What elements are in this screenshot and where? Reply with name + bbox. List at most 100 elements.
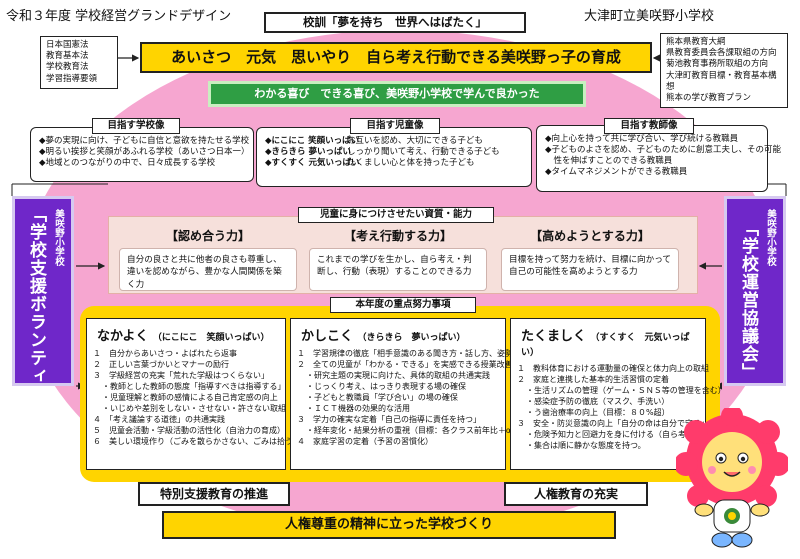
policy-item: 菊池教育事務所取組の方向: [666, 59, 769, 70]
focus-item: ・感染症予防の徹底（マスク、手洗い）: [526, 397, 670, 407]
quality-column: 【高めようとする力】 目標を持って努力を続け、目標に向かって自己の可能性を高めよ…: [501, 227, 679, 291]
teacher-ideal-label: 目指す教師像: [604, 118, 694, 134]
focus-item: ・経年変化・結果分析の重視（目標：各クラス前年比＋α）: [306, 426, 520, 436]
mascot-face: [702, 432, 762, 492]
school-ideal-box: ◆夢の実現に向け、子どもに自信と意欲を持たせる学校 ◆明るい挨拶と笑顔があふれる…: [30, 127, 254, 182]
qualities-panel: 【認め合う力】 自分の良さと共に他者の良さも尊重し、違いを認めながら、豊かな人間…: [108, 216, 698, 294]
school-goal-banner: あいさつ 元気 思いやり 自ら考え行動できる美咲野っ子の育成: [140, 42, 652, 73]
focus-item: ・研究主題の実現に向けた、具体的取組の共通実践: [306, 371, 490, 381]
school-ideal-item: ◆明るい挨拶と笑顔があふれる学校（あいさつ日本一）: [39, 147, 250, 158]
special-education-box: 特別支援教育の推進: [138, 482, 290, 506]
focus-title-sub: （にこにこ 笑顔いっぱい）: [152, 333, 270, 343]
quality-body: 目標を持って努力を続け、目標に向かって自己の可能性を高めようとする力: [501, 248, 679, 291]
quality-column: 【認め合う力】 自分の良さと共に他者の良さも尊重し、違いを認めながら、豊かな人間…: [119, 227, 297, 291]
focus-item: ・子どもと教職員「学び合い」の場の確保: [306, 393, 458, 403]
teacher-ideal-item: 性を伸ばすことのできる教職員: [545, 156, 673, 167]
focus-item: ２ 全ての児童が「わかる・できる」を実感できる授業改善: [297, 360, 513, 370]
focus-item: ・じっくり考え、はっきり表現する場の確保: [306, 382, 466, 392]
focus-item: ３ 安全・防災意識の向上「自分の命は自分で守る」: [517, 419, 709, 429]
child-ideal-item: ◆きらきら 夢いっぱい しっかり聞いて考え、行動できる子ども: [265, 147, 523, 158]
child-ideal-key: ◆すくすく 元気いっぱい: [265, 158, 360, 169]
quality-body: 自分の良さと共に他者の良さも尊重し、違いを認めながら、豊かな人間関係を築く力: [119, 248, 297, 291]
mascot-arm: [694, 503, 714, 517]
focus-item: ・う歯治療率の向上（目標：８０%超）: [526, 408, 670, 418]
focus-title-sub: （きらきら 夢いっぱい）: [357, 333, 466, 343]
banner-title: 「学校支援ボランティア」: [26, 205, 46, 421]
focus-item: ・ＩＣＴ機器の効果的な活用: [306, 404, 410, 414]
year-title: 令和３年度 学校経営グランドデザイン: [6, 9, 232, 24]
policy-item: 熊本の学び教育プラン: [666, 93, 752, 104]
school-ideal-item: ◆夢の実現に向け、子どもに自信と意欲を持たせる学校: [39, 136, 250, 146]
child-ideal-text: お互いを認め、大切にできる子ども: [347, 136, 483, 146]
school-support-volunteer-banner: 美咲野小学校 「学校支援ボランティア」: [12, 196, 74, 421]
child-ideal-key: ◆にこにこ 笑顔いっぱい: [265, 136, 360, 146]
focus-item: ・生活リズムの管理（ゲーム・ＳＮＳ等の管理を含む）: [526, 386, 726, 396]
mascot-mouth: [723, 471, 741, 477]
mascot-cheek: [748, 466, 756, 474]
focus-title: たくましく （すくすく 元気いっぱい）: [521, 325, 699, 359]
teacher-ideal-item: ◆向上心を持って共に学び合い、学び続ける教職員: [545, 134, 739, 144]
school-ideal-label: 目指す学校像: [92, 118, 180, 134]
banner-school-label: 美咲野小学校: [53, 209, 64, 266]
focus-label: 本年度の重点努力事項: [330, 297, 476, 313]
focus-title: なかよく （にこにこ 笑顔いっぱい）: [97, 325, 279, 344]
mascot-cheek: [708, 466, 716, 474]
child-ideal-label: 目指す児童像: [350, 118, 440, 134]
qualities-label: 児童に身につけさせたい資質・能力: [298, 207, 494, 223]
child-ideal-item: ◆にこにこ 笑顔いっぱい お互いを認め、大切にできる子ども: [265, 136, 523, 147]
quality-title: 【高めようとする力】: [530, 229, 650, 243]
focus-column-kind: なかよく （にこにこ 笑顔いっぱい） １ 自分からあいさつ・よばれたら返事 ２ …: [86, 318, 301, 470]
law-item: 学校教育法: [46, 62, 89, 73]
mascot-foot: [711, 532, 733, 548]
mascot-foot: [731, 532, 753, 548]
focus-item: ６ 美しい環境作り（ごみを散らかさない、ごみは拾う）: [93, 437, 301, 447]
teacher-ideal-box: ◆向上心を持って共に学び合い、学び続ける教職員 ◆子どものよさを認め、子どものた…: [536, 125, 782, 192]
law-item: 学習指導要領: [46, 73, 98, 84]
policy-item: 県教育委員会各課取組の方向: [666, 48, 777, 59]
focus-title-main: なかよく: [97, 329, 149, 344]
child-ideal-item: ◆すくすく 元気いっぱい たくましい心と体を持った子ども: [265, 158, 523, 169]
focus-title: かしこく （きらきら 夢いっぱい）: [301, 325, 499, 344]
child-ideal-key: ◆きらきら 夢いっぱい: [265, 147, 351, 158]
focus-item: ３ 学力の確実な定着「自己の指導に責任を持つ」: [297, 415, 481, 425]
policy-item: 熊本県教育大綱: [666, 37, 726, 47]
law-item: 教育基本法: [46, 51, 89, 62]
focus-item: ２ 家庭と連携した基本的生活習慣の定着: [517, 375, 669, 385]
focus-item: ・いじめや差別をしない・させない・許さない取組: [102, 404, 286, 414]
quality-title: 【認め合う力】: [165, 229, 250, 243]
focus-item: １ 学習規律の徹底「相手意識のある聞き方・話し方、姿勢」: [297, 349, 521, 358]
human-respect-banner: 人権尊重の精神に立った学校づくり: [162, 511, 616, 539]
school-ideal-item: ◆地域とのつながりの中で、日々成長する学校: [39, 158, 216, 169]
focus-item: ・集合は順に静かな態度を持つ。: [526, 441, 646, 451]
banner-school-label: 美咲野小学校: [765, 209, 776, 266]
law-item: 日本国憲法: [46, 40, 89, 50]
focus-item: ２ 正しい言葉づかいとマナーの励行: [93, 360, 229, 370]
focus-item: ３ 学級経営の充実「荒れた学級はつくらない」: [93, 371, 269, 381]
mascot-badge-center: [728, 512, 736, 520]
law-list: 日本国憲法 教育基本法 学校教育法 学習指導要領: [40, 36, 118, 89]
school-name: 大津町立美咲野小学校: [584, 9, 715, 24]
child-ideal-text: しっかり聞いて考え、行動できる子ども: [347, 147, 500, 158]
policy-item: 大津町教育目標・教育基本構想: [666, 70, 777, 92]
focus-title-main: かしこく: [301, 329, 354, 344]
focus-item: １ 教科体育における運動量の確保と体力向上の取組: [517, 364, 709, 373]
focus-title-main: たくましく: [521, 329, 587, 344]
quality-column: 【考え行動する力】 これまでの学びを生かし、自ら考え・判断し、行動（表現）するこ…: [309, 227, 487, 291]
mascot-arm: [750, 503, 770, 517]
focus-item: ４ 「考え議論する道徳」の共通実践: [93, 415, 225, 425]
policy-list: 熊本県教育大綱 県教育委員会各課取組の方向 菊池教育事務所取組の方向 大津町教育…: [660, 33, 788, 109]
human-rights-box: 人権教育の充実: [504, 482, 648, 506]
focus-item: ５ 児童会活動・学級活動の活性化（自治力の育成）: [93, 426, 285, 436]
focus-item: ・危険予知力と回避力を身に付ける（自ら考えて行動）: [526, 430, 726, 440]
teacher-ideal-item: ◆子どものよさを認め、子どものために創意工夫し、その可能: [545, 145, 782, 156]
mascot-pupil: [718, 456, 724, 462]
teacher-ideal-item: ◆タイムマネジメントができる教職員: [545, 167, 688, 178]
quality-body: これまでの学びを生かし、自ら考え・判断し、行動（表現）することのできる力: [309, 248, 487, 291]
focus-column-strong: たくましく （すくすく 元気いっぱい） １ 教科体育における運動量の確保と体力向…: [510, 318, 726, 470]
focus-item: １ 自分からあいさつ・よばれたら返事: [93, 349, 237, 358]
joy-banner: わかる喜び できる喜び、美咲野小学校で学んで良かった: [208, 81, 586, 107]
mascot-pupil: [740, 456, 746, 462]
focus-item: ・児童理解と教師の感情による自己肯定感の向上: [102, 393, 278, 403]
quality-title: 【考え行動する力】: [343, 229, 452, 243]
focus-column-wise: かしこく （きらきら 夢いっぱい） １ 学習規律の徹底「相手意識のある聞き方・話…: [290, 318, 521, 470]
